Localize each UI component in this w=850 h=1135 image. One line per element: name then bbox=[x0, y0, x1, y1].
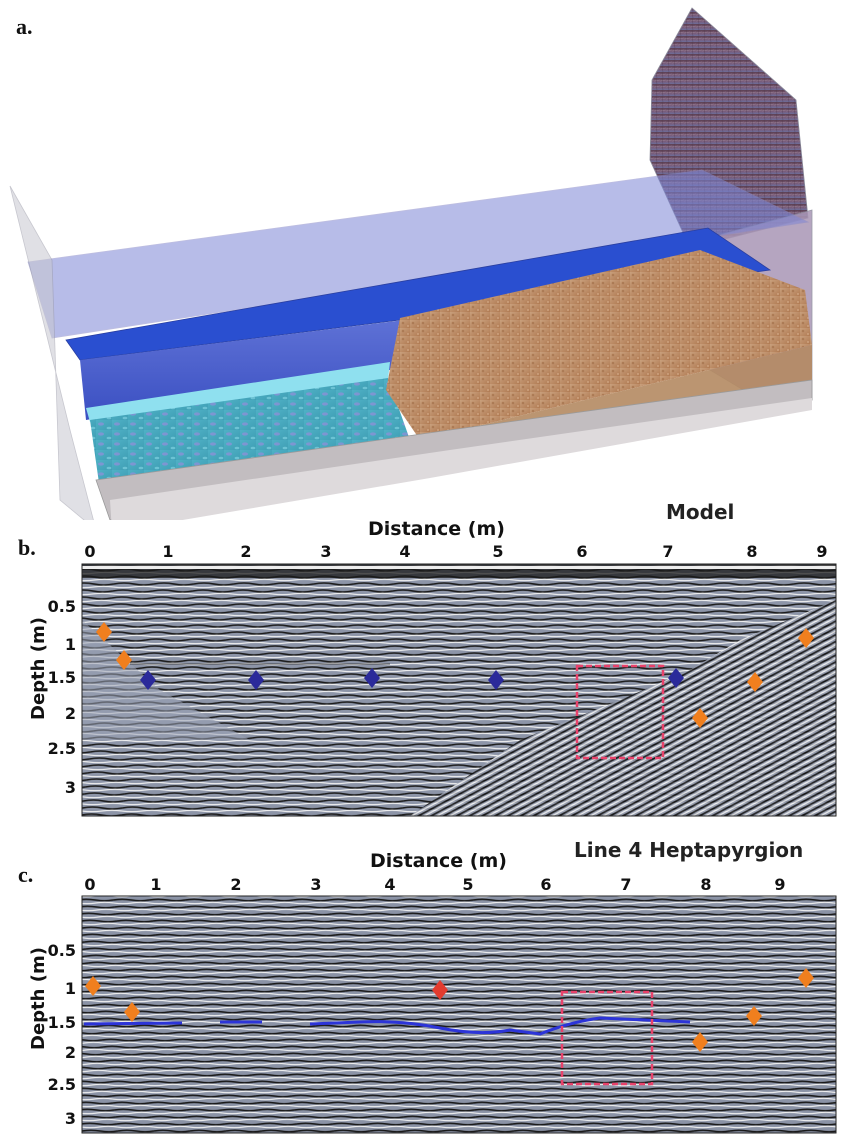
panel-b-xlabel: Distance (m) bbox=[368, 518, 505, 540]
xtick: 1 bbox=[150, 875, 161, 894]
xtick: 0 bbox=[84, 875, 95, 894]
ytick: 2 bbox=[65, 1043, 76, 1062]
panel-b-letter: b. bbox=[18, 535, 36, 560]
panel-b-orange-markers bbox=[96, 622, 814, 728]
orange-marker bbox=[96, 622, 112, 642]
xtick: 5 bbox=[492, 542, 503, 561]
panel-c-orange-markers bbox=[85, 968, 814, 1052]
panel-c-xticks: 0 1 2 3 4 5 6 7 8 9 bbox=[84, 875, 785, 894]
blue-marker bbox=[248, 670, 264, 690]
xtick: 2 bbox=[240, 542, 251, 561]
panel-c-letter: c. bbox=[18, 862, 34, 887]
panel-b-plot: 0 1 2 3 4 5 6 7 8 9 0.5 1 1.5 2 2.5 3 bbox=[48, 542, 837, 817]
ytick: 1.5 bbox=[48, 1013, 76, 1032]
panel-b-blue-markers bbox=[140, 668, 684, 690]
blue-marker bbox=[668, 668, 684, 688]
panel-c-xlabel: Distance (m) bbox=[370, 850, 507, 872]
ytick: 0.5 bbox=[48, 597, 76, 616]
xtick: 7 bbox=[620, 875, 631, 894]
blue-marker bbox=[364, 668, 380, 688]
orange-marker bbox=[692, 1032, 708, 1052]
xtick: 8 bbox=[746, 542, 757, 561]
ytick: 0.5 bbox=[48, 941, 76, 960]
xtick: 9 bbox=[774, 875, 785, 894]
xtick: 2 bbox=[230, 875, 241, 894]
xtick: 5 bbox=[462, 875, 473, 894]
ytick: 3 bbox=[65, 1109, 76, 1128]
xtick: 6 bbox=[576, 542, 587, 561]
xtick: 0 bbox=[84, 542, 95, 561]
panel-c-plot: 0 1 2 3 4 5 6 7 8 9 0.5 1 1.5 2 2.5 3 bbox=[48, 875, 837, 1134]
orange-marker bbox=[116, 650, 132, 670]
orange-marker bbox=[747, 672, 763, 692]
blue-marker bbox=[488, 670, 504, 690]
ytick: 1 bbox=[65, 635, 76, 654]
blue-marker bbox=[140, 670, 156, 690]
ytick: 2.5 bbox=[48, 1075, 76, 1094]
orange-marker bbox=[692, 708, 708, 728]
panel-a-letter: a. bbox=[16, 14, 33, 39]
xtick: 7 bbox=[662, 542, 673, 561]
ytick: 3 bbox=[65, 778, 76, 797]
panel-b-xticks: 0 1 2 3 4 5 6 7 8 9 bbox=[84, 542, 827, 561]
red-marker bbox=[432, 980, 448, 1000]
xtick: 3 bbox=[310, 875, 321, 894]
orange-marker bbox=[85, 976, 101, 996]
panel-c-reflector-line bbox=[83, 1016, 691, 1036]
xtick: 4 bbox=[399, 542, 410, 561]
xtick: 3 bbox=[320, 542, 331, 561]
xtick: 9 bbox=[816, 542, 827, 561]
orange-marker bbox=[798, 968, 814, 988]
panel-a-caption: Model bbox=[666, 500, 735, 524]
orange-marker bbox=[746, 1006, 762, 1026]
xtick: 4 bbox=[384, 875, 395, 894]
xtick: 8 bbox=[700, 875, 711, 894]
panel-c-highlight-box bbox=[560, 990, 654, 1086]
xtick: 6 bbox=[540, 875, 551, 894]
ytick: 1 bbox=[65, 979, 76, 998]
model-3d-illustration bbox=[9, 7, 813, 520]
panel-b-highlight-box bbox=[575, 664, 665, 760]
panel-c-yticks: 0.5 1 1.5 2 2.5 3 bbox=[48, 941, 76, 1128]
xtick: 1 bbox=[162, 542, 173, 561]
orange-marker bbox=[124, 1002, 140, 1022]
ytick: 2 bbox=[65, 704, 76, 723]
ytick: 2.5 bbox=[48, 739, 76, 758]
panel-c-title: Line 4 Heptapyrgion bbox=[574, 838, 804, 862]
panel-b-yticks: 0.5 1 1.5 2 2.5 3 bbox=[48, 597, 76, 797]
orange-marker bbox=[798, 628, 814, 648]
ytick: 1.5 bbox=[48, 668, 76, 687]
